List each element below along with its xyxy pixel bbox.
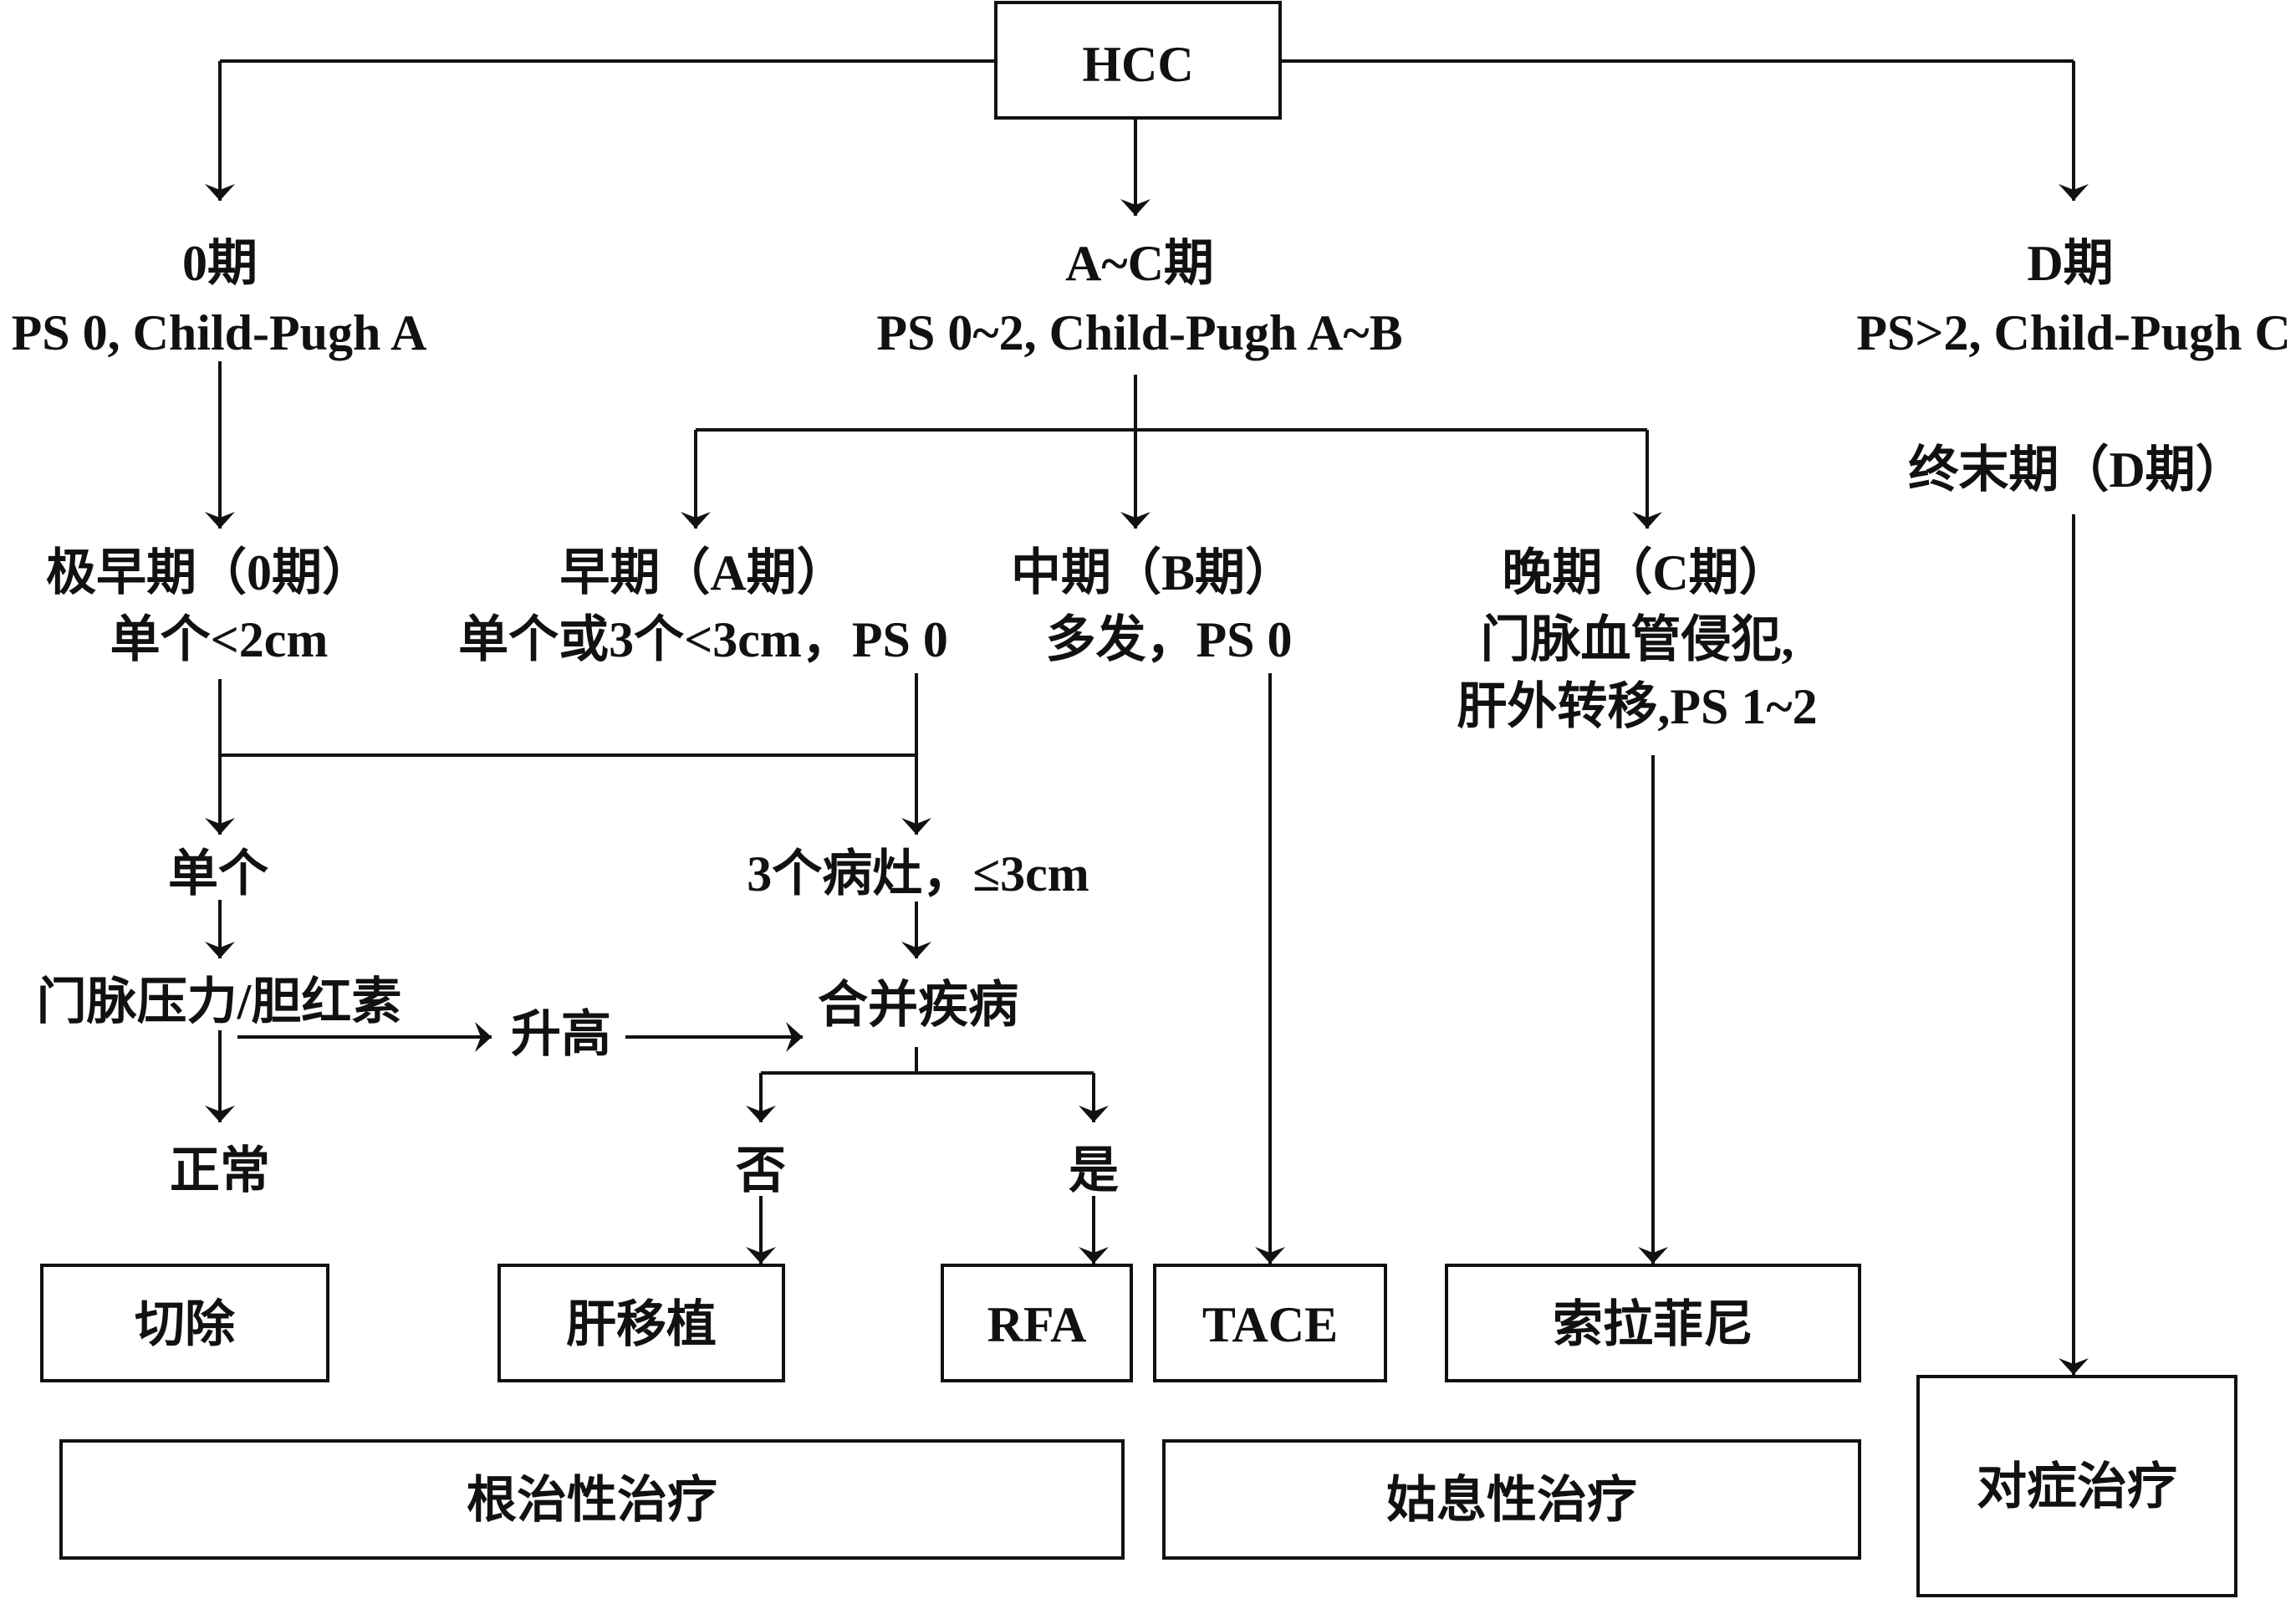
resection-box	[40, 1264, 329, 1382]
stage-0-criteria: PS 0, Child-Pugh A	[12, 305, 427, 360]
curative-label: 根治性治疗	[467, 1473, 717, 1528]
resection-label: 切除	[135, 1297, 236, 1352]
sorafenib-label: 索拉菲尼	[1553, 1297, 1753, 1352]
terminal-title: 终末期（D期）	[1908, 442, 2245, 498]
intermediate-detail: 多发，PS 0	[1045, 612, 1292, 667]
very-early-detail: 单个<2cm	[110, 612, 329, 667]
portal-pressure-label: 门脉压力/胆红素	[37, 974, 402, 1029]
advanced-title: 晚期（C期）	[1502, 544, 1788, 600]
stage-d-label: D期	[2027, 236, 2113, 291]
single-label: 单个	[168, 846, 268, 902]
sorafenib-box	[1445, 1264, 1861, 1382]
advanced-detail-1: 门脉血管侵犯,	[1481, 612, 1794, 667]
transplant-label: 肝移植	[566, 1297, 717, 1352]
yes-label: 是	[1069, 1143, 1119, 1198]
early-title: 早期（A期）	[559, 544, 846, 600]
root-label: HCC	[1082, 37, 1193, 92]
tace-box	[1153, 1264, 1387, 1382]
stage-0-label: 0期	[182, 236, 258, 291]
no-label: 否	[736, 1143, 786, 1198]
rfa-label: RFA	[987, 1297, 1087, 1352]
advanced-detail-2: 肝外转移,PS 1~2	[1457, 679, 1817, 734]
elevated-label: 升高	[511, 1007, 611, 1062]
normal-label: 正常	[170, 1143, 270, 1198]
root-box	[994, 1, 1282, 120]
stage-ac-criteria: PS 0~2, Child-Pugh A~B	[876, 305, 1402, 360]
symptomatic-label: 对症治疗	[1977, 1459, 2177, 1515]
three-lesions-label: 3个病灶，≤3cm	[747, 846, 1089, 902]
stage-ac-label: A~C期	[1065, 236, 1214, 291]
transplant-box	[497, 1264, 785, 1382]
very-early-title: 极早期（0期）	[46, 544, 372, 600]
curative-box	[59, 1439, 1125, 1560]
palliative-box	[1162, 1439, 1861, 1560]
stage-d-criteria: PS>2, Child-Pugh C	[1856, 305, 2290, 360]
tace-label: TACE	[1202, 1297, 1338, 1352]
comorbidity-label: 合并疾病	[818, 978, 1018, 1033]
symptomatic-box	[1916, 1375, 2237, 1597]
rfa-box	[941, 1264, 1133, 1382]
palliative-label: 姑息性治疗	[1386, 1473, 1637, 1528]
intermediate-title: 中期（B期）	[1011, 544, 1295, 600]
early-detail: 单个或3个<3cm，PS 0	[458, 612, 948, 667]
